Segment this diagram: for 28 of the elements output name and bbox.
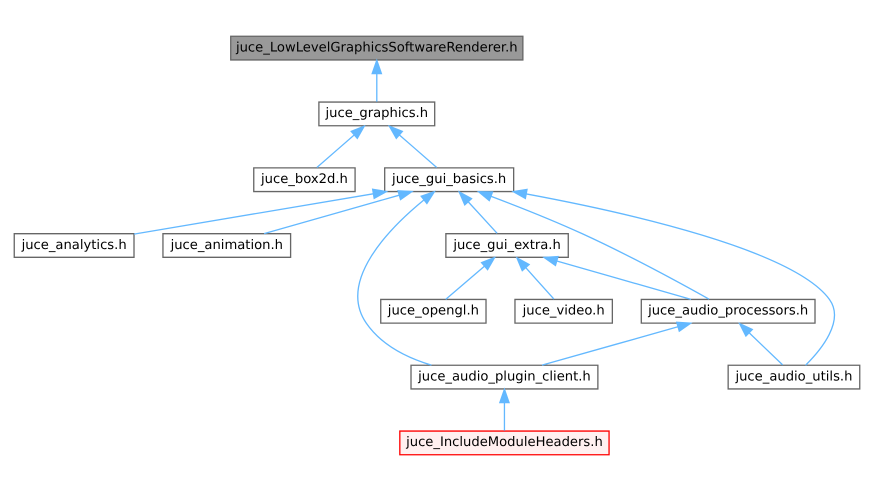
arrow: [498, 387, 510, 431]
node-box: juce_audio_plugin_client.h: [410, 364, 599, 390]
arrow: [738, 322, 784, 366]
node-box: juce_gui_basics.h: [384, 167, 514, 192]
arrow: [516, 256, 554, 300]
node-box: juce_LowLevelGraphicsSoftwareRenderer.h: [230, 36, 524, 61]
arrow: [445, 256, 496, 300]
node-box: juce_box2d.h: [253, 167, 356, 192]
arrow: [357, 190, 436, 366]
arrow: [388, 124, 438, 168]
arrow: [542, 322, 693, 366]
arrow: [476, 190, 710, 300]
arrow: [316, 124, 366, 168]
node-box: juce_video.h: [514, 298, 613, 324]
node-box: juce_analytics.h: [14, 233, 135, 258]
node-box: juce_gui_extra.h: [445, 233, 569, 258]
arrow: [264, 190, 414, 234]
node-box: juce_opengl.h: [380, 298, 487, 324]
arrow: [542, 256, 692, 300]
arrow: [511, 188, 836, 366]
node-box: juce_graphics.h: [318, 101, 436, 126]
node-box: juce_IncludeModuleHeaders.h: [399, 430, 610, 456]
node-box: juce_audio_processors.h: [640, 298, 816, 324]
arrow: [458, 190, 498, 234]
node-box: juce_audio_utils.h: [728, 364, 860, 390]
arrow: [134, 188, 388, 235]
arrow: [371, 58, 382, 102]
node-box: juce_animation.h: [162, 233, 292, 258]
